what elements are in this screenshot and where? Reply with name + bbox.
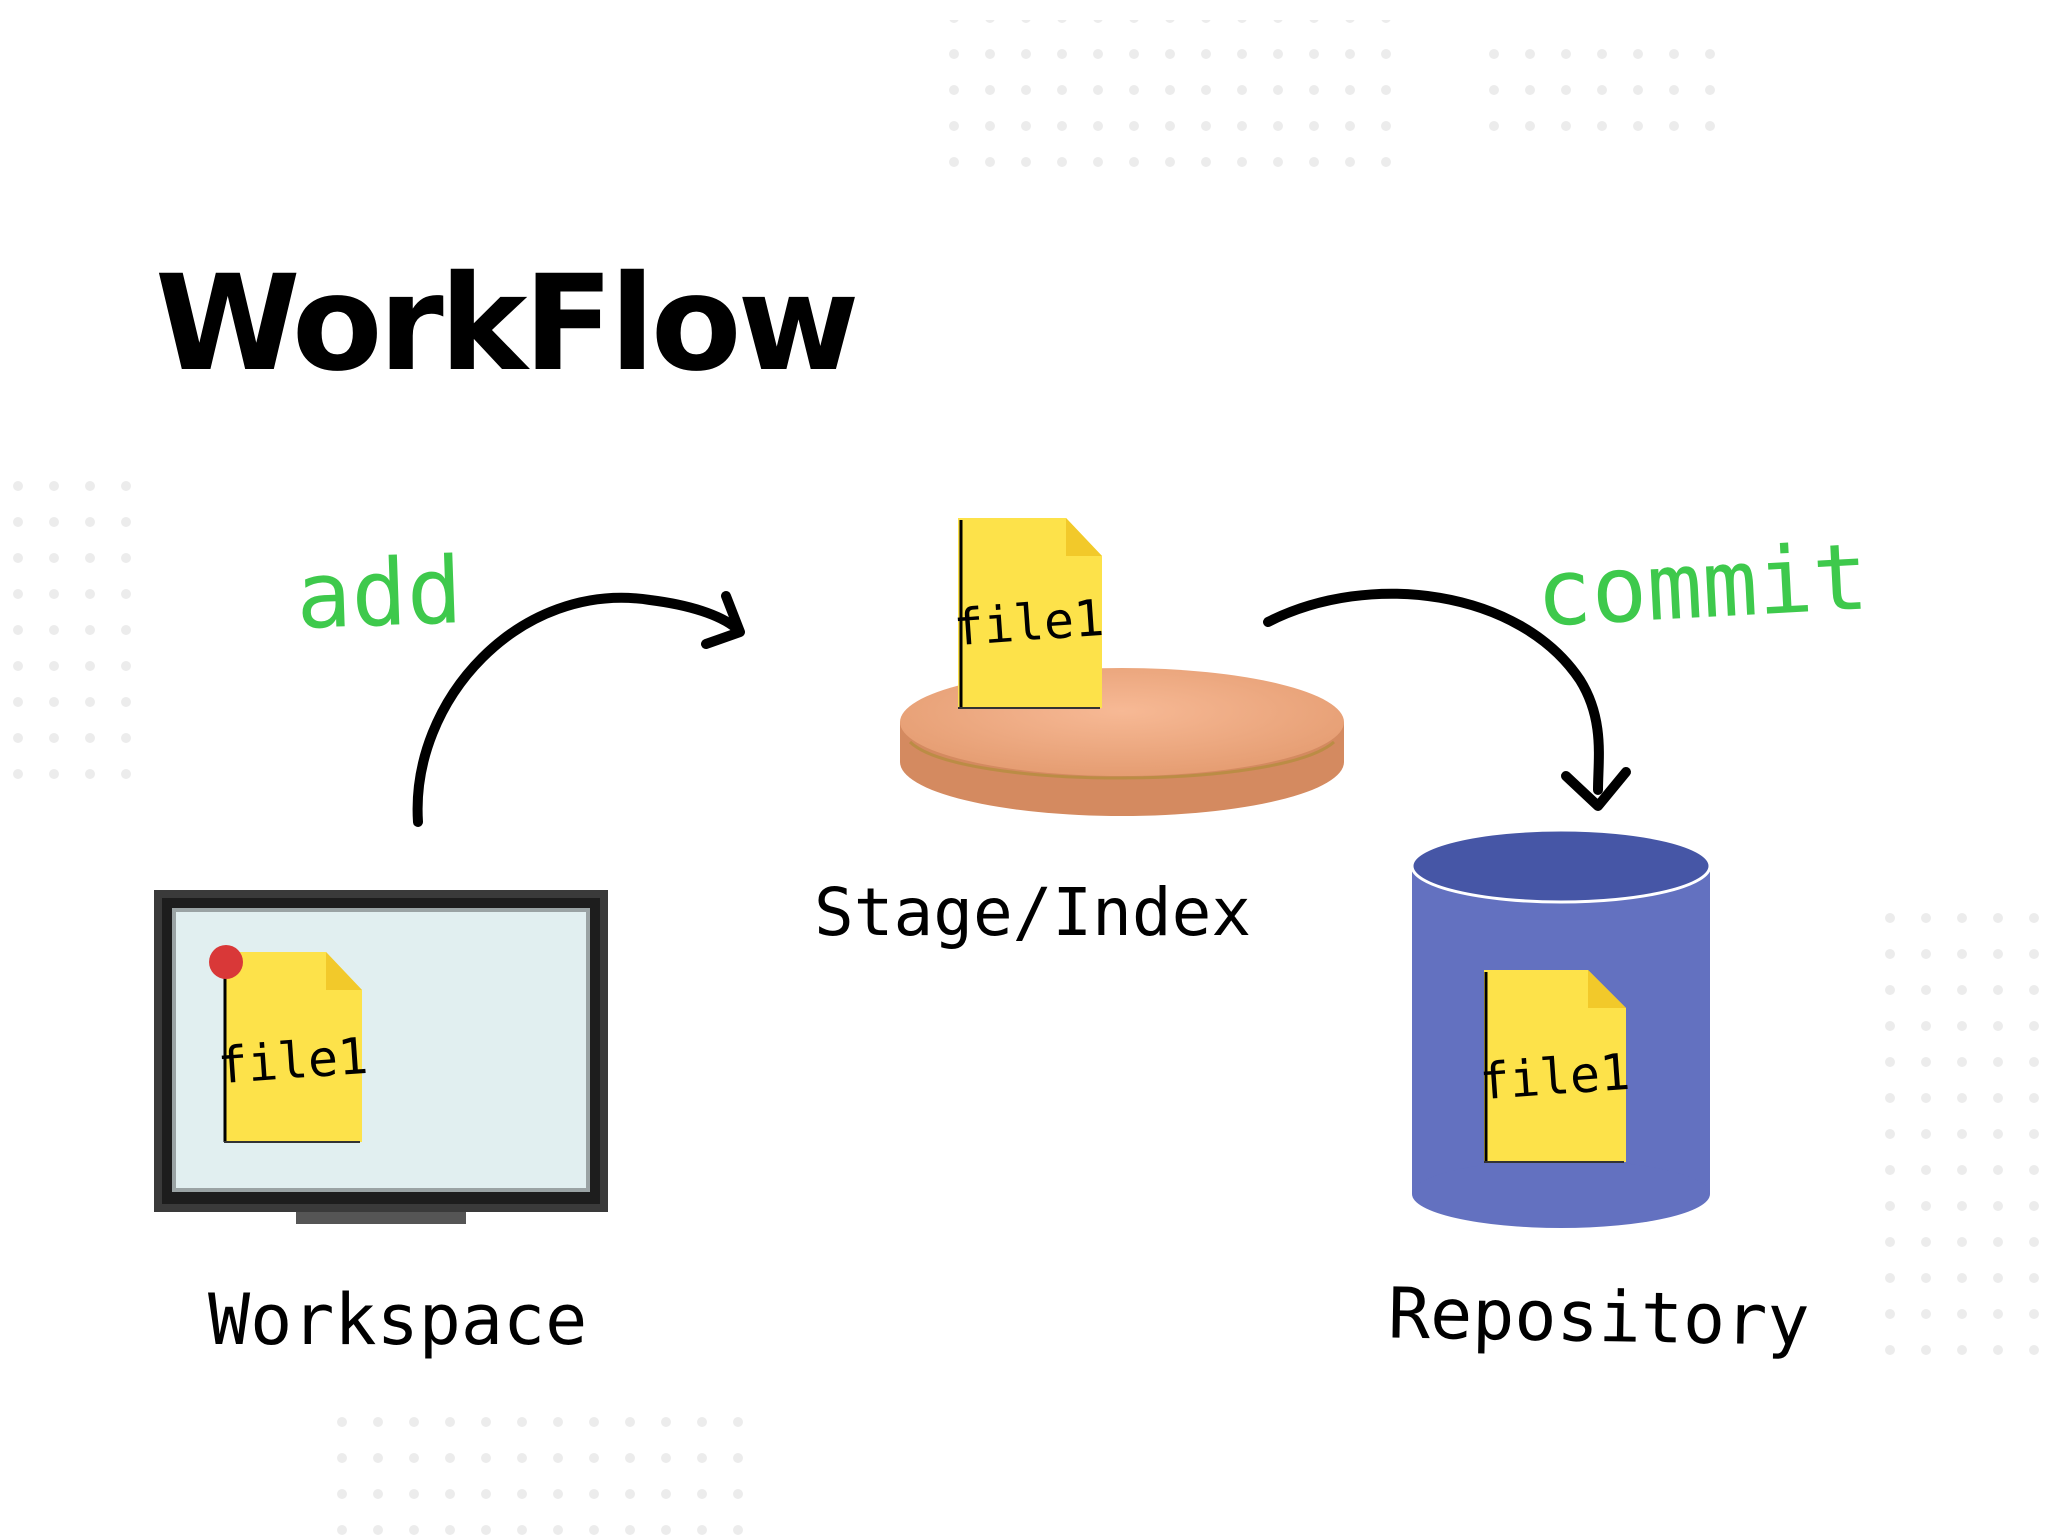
commit-action-label: commit [1533, 523, 1871, 648]
workspace-file-note [209, 945, 362, 1143]
page-title: WorkFlow [155, 247, 860, 401]
repository-file-label: file1 [1478, 1043, 1632, 1111]
stage-file-label: file1 [952, 589, 1106, 657]
repository-file-note [1484, 970, 1626, 1163]
stage-file-note [958, 518, 1102, 709]
commit-arrow [1263, 588, 1631, 811]
pin-icon [209, 945, 243, 979]
add-arrow [412, 591, 745, 827]
workspace-file-label: file1 [216, 1027, 370, 1095]
stage-label: Stage/Index [814, 874, 1252, 951]
workspace-label: Workspace [208, 1279, 588, 1361]
add-action-label: add [294, 537, 464, 650]
repository-label: Repository [1387, 1272, 1811, 1362]
background-dots [0, 20, 2048, 1536]
